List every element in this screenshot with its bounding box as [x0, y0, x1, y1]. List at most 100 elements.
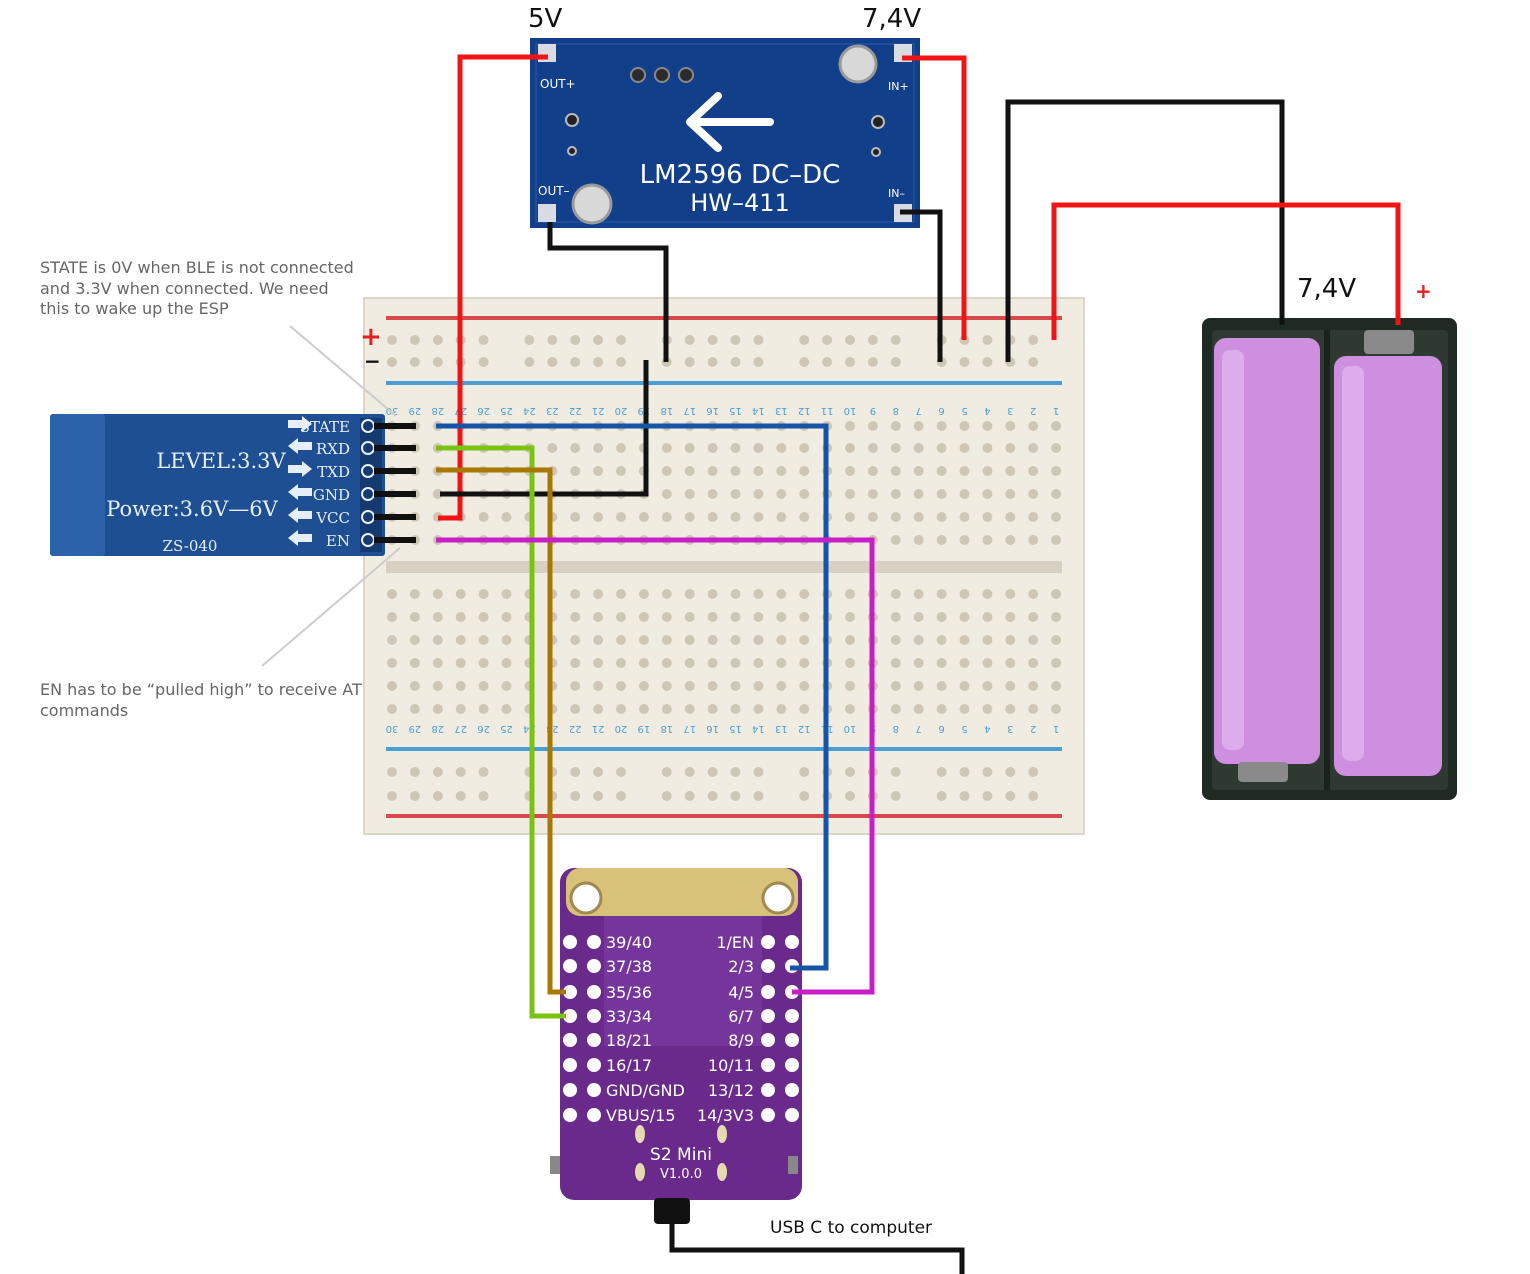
breadboard-rail-hole: [387, 767, 397, 777]
breadboard-column-number: 26: [477, 723, 490, 734]
buck-converter: OUT+ OUT– IN+ IN– LM2596 DC–DC HW–411: [530, 38, 920, 228]
breadboard-rail-hole: [982, 357, 993, 367]
breadboard-rail-hole: [478, 357, 489, 367]
breadboard-column-number: 2: [1030, 723, 1036, 734]
breadboard-hole: [684, 612, 695, 622]
breadboard-hole: [638, 612, 649, 622]
ble-model-label: ZS-040: [163, 537, 218, 555]
breadboard-hole: [638, 589, 649, 599]
breadboard-rail-hole: [890, 357, 901, 367]
en-note-line-1: EN has to be “pulled high” to receive AT: [40, 680, 362, 699]
wire-en-to-pin-4: [436, 537, 875, 995]
breadboard-hole: [913, 489, 924, 499]
breadboard-rail-hole: [478, 791, 489, 801]
breadboard-rail-hole: [616, 791, 626, 801]
breadboard-hole: [616, 512, 626, 522]
breadboard-column-number: 11: [821, 405, 834, 416]
breadboard-hole: [661, 704, 672, 714]
breadboard-column-number: 28: [431, 723, 444, 734]
breadboard-hole: [913, 635, 924, 645]
breadboard-column-number: 4: [984, 405, 990, 416]
breadboard-hole: [1028, 589, 1039, 599]
ble-level-label: LEVEL:3.3V: [156, 449, 286, 473]
breadboard-rail-hole: [684, 335, 695, 345]
breadboard-hole: [1028, 612, 1039, 622]
breadboard-hole: [959, 658, 970, 668]
breadboard-hole: [638, 635, 649, 645]
breadboard-hole: [730, 681, 741, 691]
esp-right-pin-label: 14/3V3: [697, 1106, 754, 1125]
usb-c-connector: [654, 1198, 690, 1224]
breadboard-hole: [501, 512, 512, 522]
breadboard-hole: [1028, 704, 1039, 714]
breadboard-hole: [890, 489, 901, 499]
breadboard-rail-hole: [570, 357, 581, 367]
breadboard-hole: [936, 443, 947, 453]
breadboard-hole: [845, 635, 855, 645]
breadboard-rail-hole: [387, 791, 397, 801]
breadboard-rail-hole: [455, 791, 466, 801]
breadboard-rail-hole: [959, 357, 970, 367]
breadboard-hole: [845, 589, 855, 599]
breadboard-hole: [890, 466, 901, 476]
breadboard-rail-hole: [867, 357, 878, 367]
breadboard-hole: [845, 443, 855, 453]
buck-pin-out-plus: OUT+: [540, 77, 576, 91]
breadboard-hole: [982, 489, 993, 499]
breadboard-rail-hole: [707, 335, 718, 345]
esp-pin-pad: [563, 1033, 577, 1047]
wire-ble-gnd-to-rail: [440, 360, 649, 497]
breadboard-hole: [616, 589, 626, 599]
esp-left-pin-label: 37/38: [606, 957, 652, 976]
wires: [436, 54, 1401, 1274]
ble-pin-label: STATE: [300, 418, 350, 436]
arrow-right-icon: [288, 416, 312, 432]
breadboard-hole: [799, 443, 810, 453]
breadboard-hole: [730, 612, 741, 622]
breadboard-hole: [959, 612, 970, 622]
breadboard-column-number: 13: [775, 723, 788, 734]
breadboard-hole: [776, 589, 787, 599]
breadboard-rail-hole: [730, 357, 741, 367]
breadboard-hole: [753, 466, 764, 476]
breadboard-hole: [570, 466, 581, 476]
breadboard-rail-hole: [799, 767, 810, 777]
breadboard-column-number: 10: [844, 723, 857, 734]
breadboard-hole: [707, 681, 718, 691]
ble-pin-label: TXD: [317, 463, 350, 481]
ble-pin-label: EN: [326, 532, 350, 550]
breadboard-rail-hole: [890, 335, 901, 345]
breadboard-hole: [890, 443, 901, 453]
breadboard-hole: [432, 681, 443, 691]
breadboard-rail-hole: [753, 357, 764, 367]
esp-left-pin-label: 39/40: [606, 933, 652, 952]
buck-output-voltage-label: 5V: [528, 4, 563, 34]
breadboard-hole: [959, 512, 970, 522]
breadboard-column-number: 4: [984, 723, 990, 734]
breadboard-hole: [753, 589, 764, 599]
breadboard-hole: [593, 681, 604, 691]
breadboard-hole: [478, 612, 489, 622]
ble-header-pin: [374, 537, 416, 543]
breadboard-hole: [890, 535, 901, 545]
esp-right-pin-label: 10/11: [708, 1056, 754, 1075]
breadboard-hole: [593, 612, 604, 622]
breadboard-hole: [982, 535, 993, 545]
breadboard-hole: [707, 704, 718, 714]
breadboard-column-number: 7: [916, 405, 922, 416]
esp-pin-pad: [785, 1009, 799, 1023]
breadboard-rail-hole: [1005, 791, 1016, 801]
breadboard-hole: [867, 466, 878, 476]
breadboard-hole: [387, 635, 397, 645]
breadboard-hole: [1028, 681, 1039, 691]
breadboard-hole: [1005, 589, 1016, 599]
breadboard-rail-hole: [822, 335, 833, 345]
breadboard-rail-hole: [753, 791, 764, 801]
breadboard-rail-hole: [707, 767, 718, 777]
breadboard-hole: [661, 466, 672, 476]
breadboard-column-number: 30: [386, 405, 399, 416]
breadboard-hole: [684, 443, 695, 453]
breadboard-hole: [845, 658, 855, 668]
breadboard-hole: [913, 443, 924, 453]
breadboard-hole: [1051, 704, 1062, 714]
